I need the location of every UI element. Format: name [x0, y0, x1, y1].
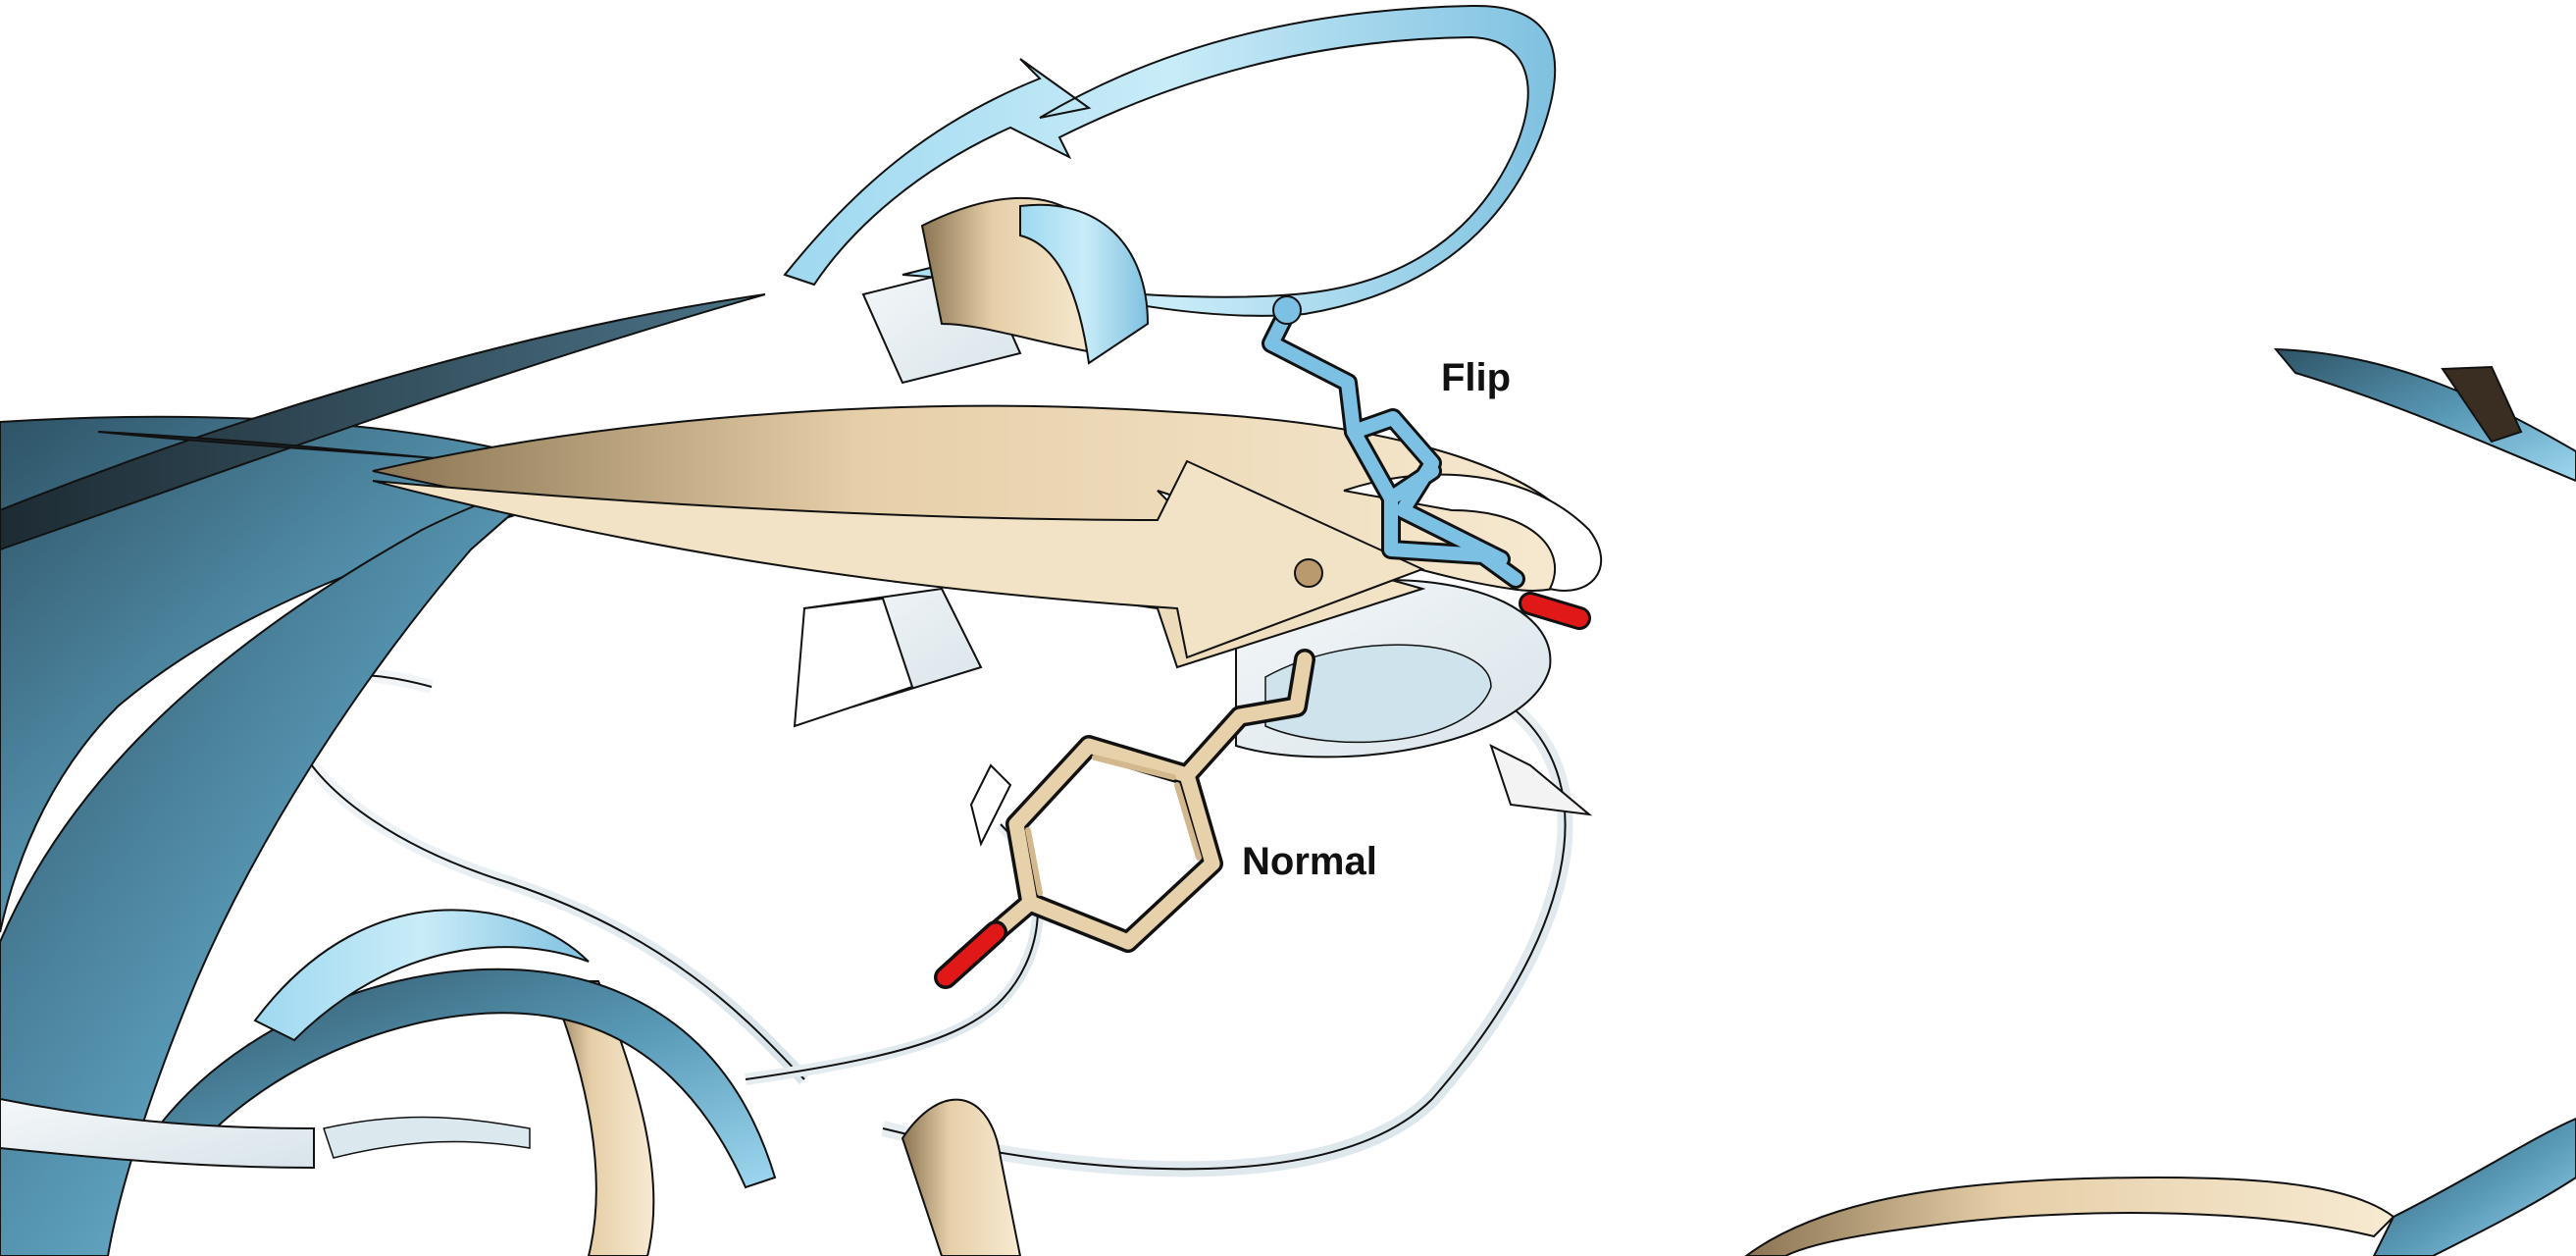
tan-helix — [920, 196, 1150, 365]
blue-strands-bottom — [0, 909, 777, 1189]
pale-fragments — [793, 597, 1593, 847]
tan-strands-bottom — [547, 980, 2576, 1256]
flip-residue — [1262, 295, 1591, 630]
flip-label: Flip — [1441, 356, 1512, 399]
tan-arrow-strand — [372, 404, 1603, 669]
right-strands — [2273, 347, 2576, 483]
normal-label: Normal — [1242, 840, 1377, 883]
tan-atom-sphere — [1294, 558, 1323, 588]
normal-residue — [934, 649, 1315, 989]
blue-loop-top — [783, 4, 1557, 317]
